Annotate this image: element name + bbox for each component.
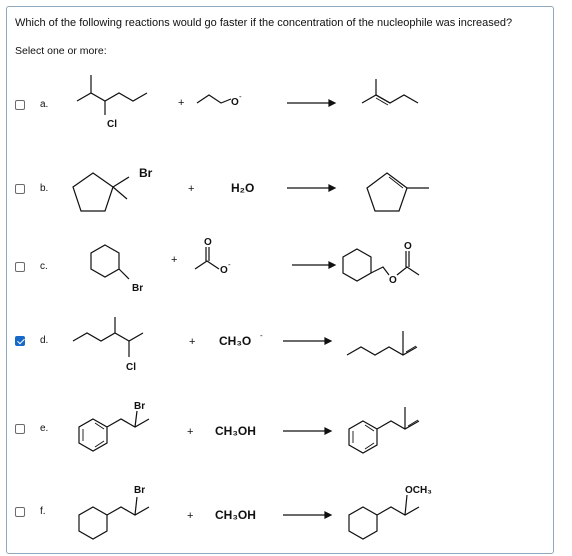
label-br-c: Br [132,283,143,294]
label-ch3oh-f: CH₃OH [215,508,256,522]
plus-e: + [187,426,193,438]
checkbox-b[interactable] [15,184,25,194]
question-text: Which of the following reactions would g… [15,17,513,29]
plus-a: + [178,97,184,109]
label-h2o-b: H₂O [231,181,254,195]
plus-c: + [171,254,177,266]
question-card: Which of the following reactions would g… [6,6,554,554]
label-cl-a: Cl [107,119,117,130]
label-product-ester-o-c: O [389,275,397,286]
option-c[interactable]: c. Br + O O - O [7,223,553,303]
checkbox-c[interactable] [15,262,25,272]
option-f[interactable]: f. Br + CH₃OH OCH₃ [7,463,553,543]
option-letter-e: e. [40,423,49,434]
reaction-b: Br + H₂O [72,166,429,212]
checkbox-d[interactable] [15,336,25,346]
reaction-e: Br + CH₃OH [78,401,420,454]
label-o-a: O [231,97,239,108]
option-a[interactable]: a. Cl + O - [7,63,553,143]
reaction-d: Cl + CH₃O - [72,317,418,373]
label-ch3oh-e: CH₃OH [215,424,256,438]
option-e[interactable]: e. Br + CH₃OH [7,383,553,463]
option-letter-b: b. [40,183,49,194]
instruction-text: Select one or more: [15,45,107,57]
plus-d: + [189,336,195,348]
label-carbonyl-c: O [204,237,212,248]
option-letter-d: d. [40,335,49,346]
minus-a: - [239,92,242,101]
option-letter-c: c. [40,261,48,272]
label-br-e: Br [134,401,145,412]
label-och3-f: OCH₃ [405,485,432,496]
option-letter-f: f. [40,506,46,517]
label-br-b: Br [139,166,153,180]
plus-b: + [188,183,194,195]
minus-d: - [260,331,263,340]
label-cl-d: Cl [126,362,136,373]
minus-c: - [228,260,231,269]
reaction-f: Br + CH₃OH OCH₃ [78,485,432,540]
option-b[interactable]: b. Br + H₂O [7,143,553,223]
option-d[interactable]: d. Cl + CH₃O - [7,303,553,383]
plus-f: + [187,510,193,522]
reaction-c: Br + O O - O O [90,237,420,294]
label-product-carbonyl-c: O [404,241,412,252]
checkbox-e[interactable] [15,424,25,434]
option-letter-a: a. [40,99,49,110]
label-ch3o-d: CH₃O [219,334,251,348]
checkbox-a[interactable] [15,100,25,110]
label-o-c: O [220,265,228,276]
reaction-a: Cl + O - [76,75,419,130]
checkbox-f[interactable] [15,507,25,517]
label-br-f: Br [134,485,145,496]
